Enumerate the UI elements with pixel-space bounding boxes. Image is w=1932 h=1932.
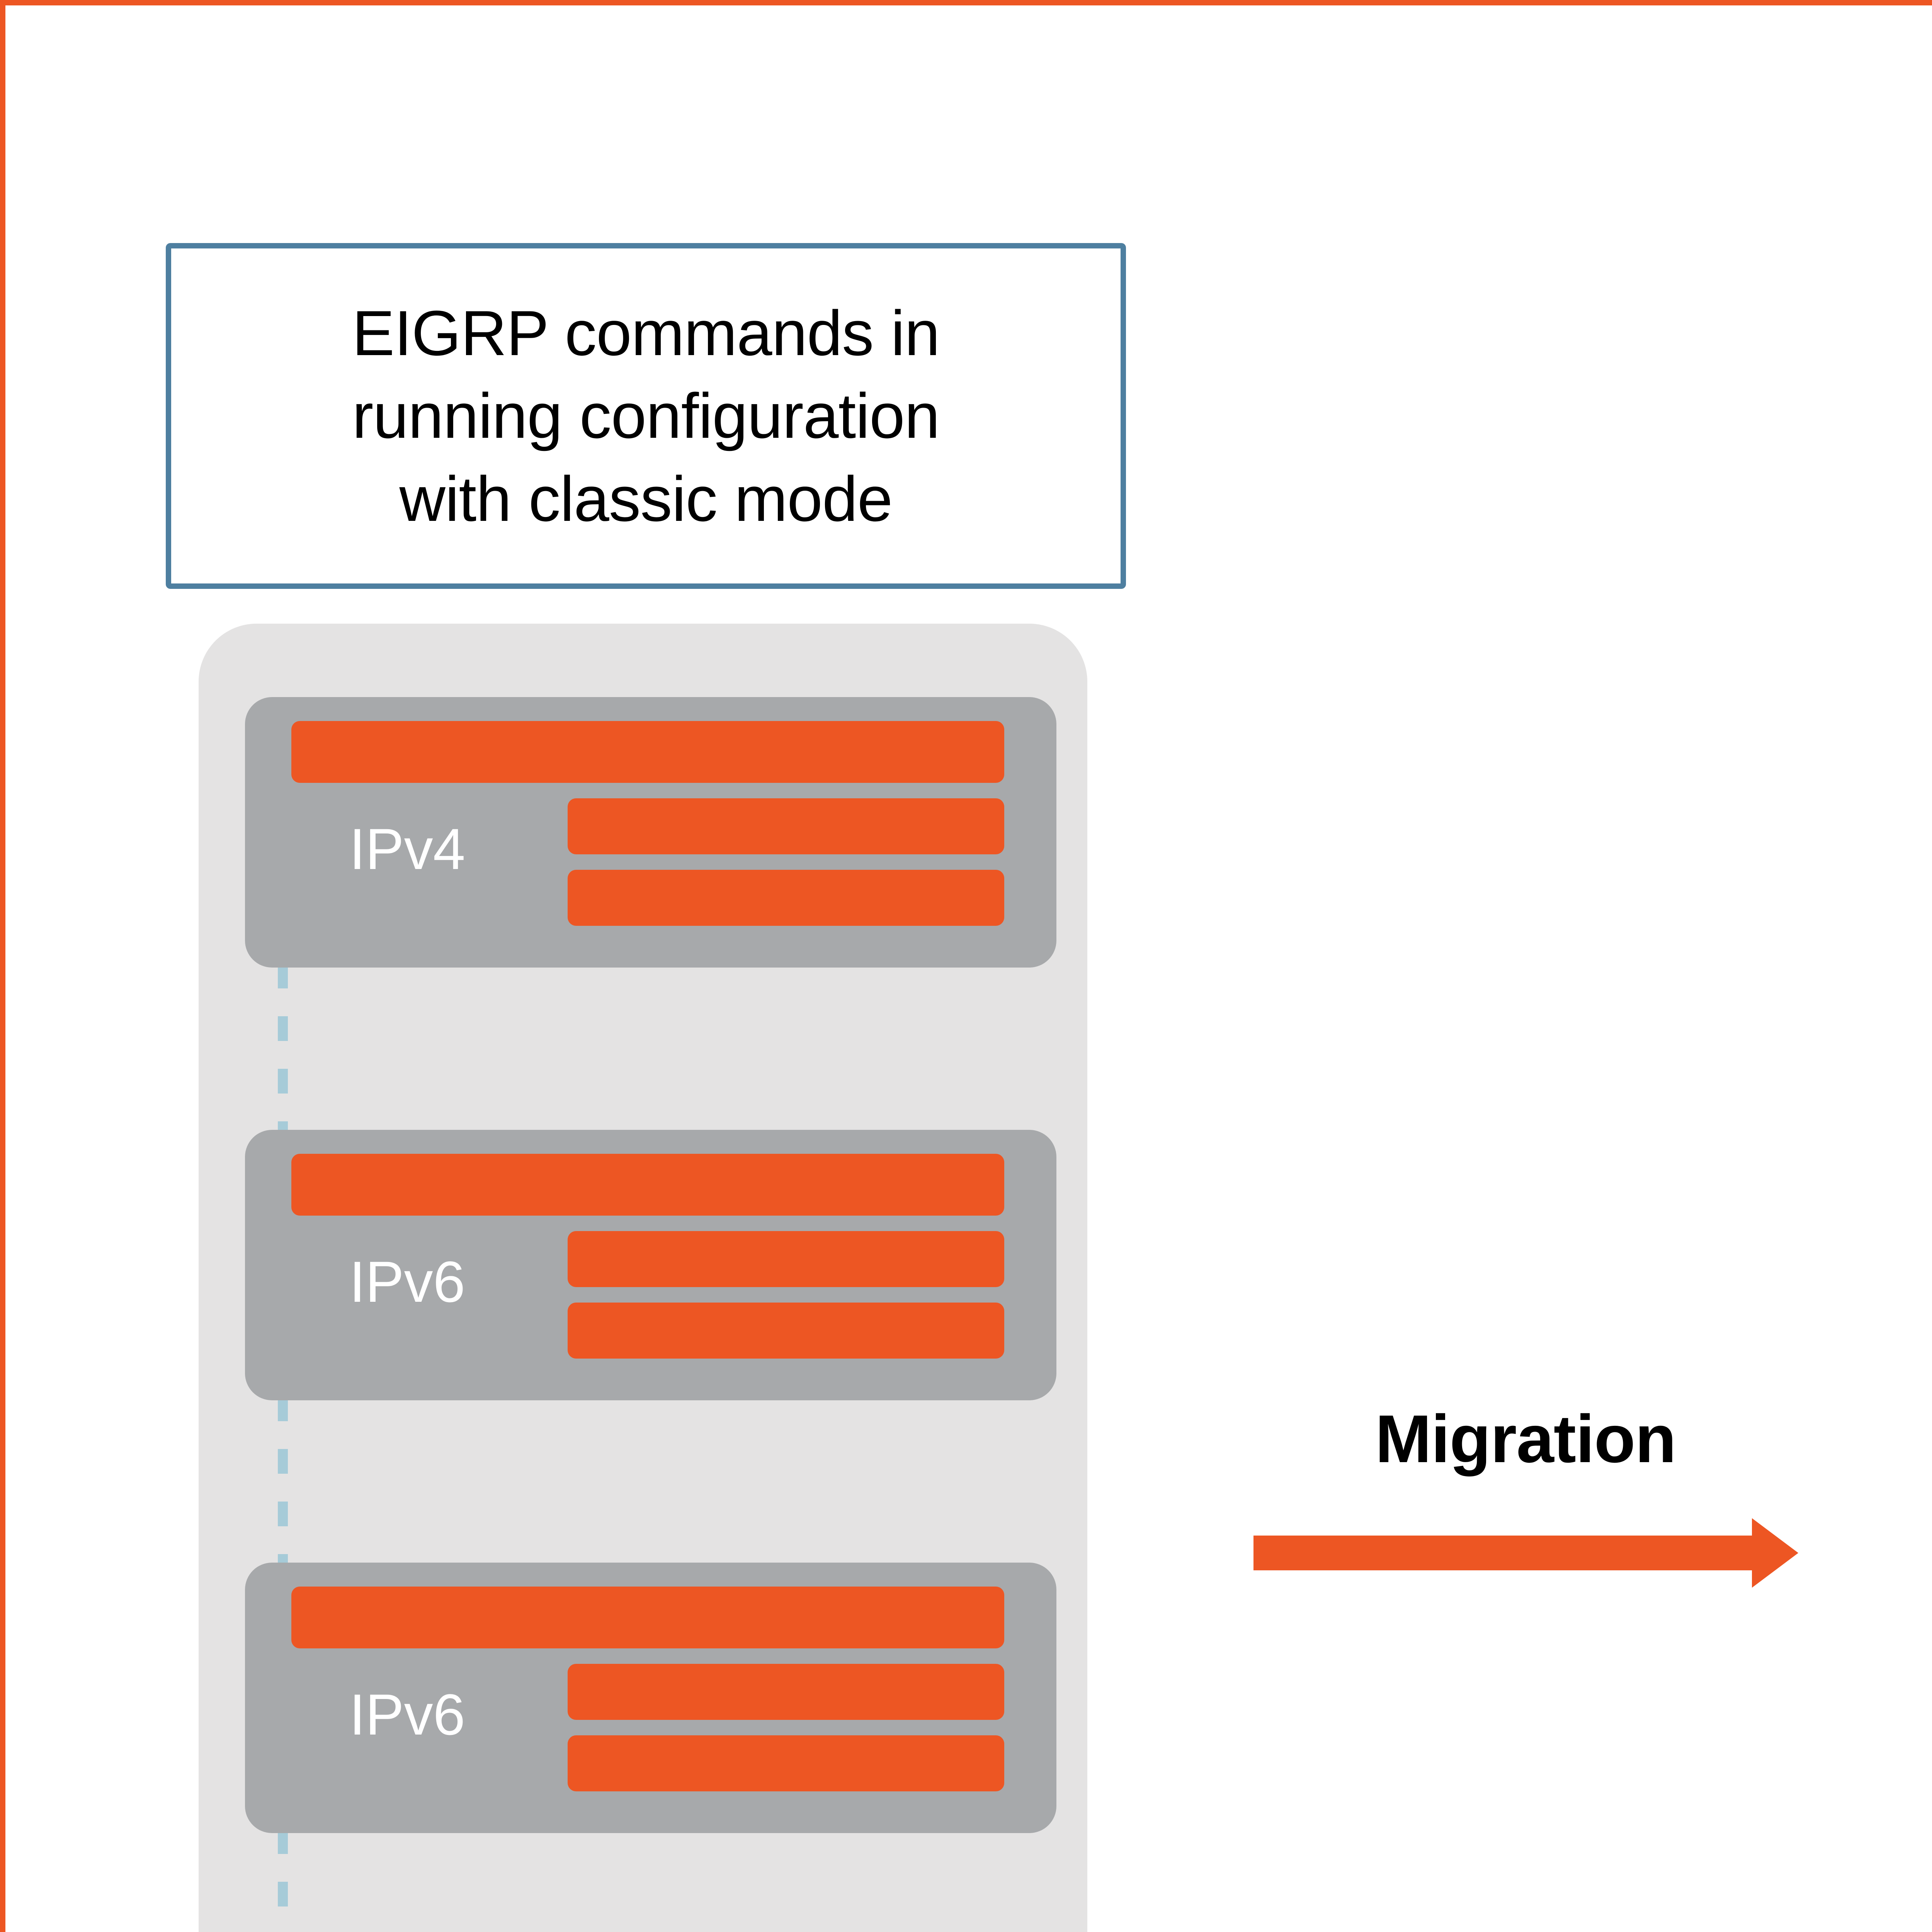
left-title-text: EIGRP commands in running configuration … xyxy=(352,297,940,534)
left-dashed-connector-3 xyxy=(278,1829,288,1932)
command-bar-full xyxy=(291,1587,1004,1648)
command-bar-indent xyxy=(568,1735,1004,1791)
command-bar-indent xyxy=(568,798,1004,854)
left-dashed-connector-2 xyxy=(278,1396,288,1574)
left-capsule-2: IPv6 xyxy=(245,1130,1056,1400)
left-capsule-1: IPv4 xyxy=(245,697,1056,968)
left-capsule-3: IPv6 xyxy=(245,1563,1056,1833)
left-title-box: EIGRP commands in running configuration … xyxy=(166,243,1126,589)
migration-label: Migration xyxy=(1375,1401,1676,1477)
migration-arrow-head xyxy=(1752,1518,1798,1588)
command-bar-full xyxy=(291,1154,1004,1216)
command-bar-indent xyxy=(568,1303,1004,1359)
command-bar-full xyxy=(291,721,1004,783)
left-dashed-connector-1 xyxy=(278,964,288,1141)
capsule-label-ipv6: IPv6 xyxy=(349,1682,466,1747)
migration-arrow-shaft xyxy=(1253,1536,1752,1570)
command-bar-indent xyxy=(568,1664,1004,1720)
command-bar-indent xyxy=(568,1231,1004,1287)
capsule-label-ipv6: IPv6 xyxy=(349,1249,466,1314)
command-bar-indent xyxy=(568,870,1004,926)
capsule-label-ipv4: IPv4 xyxy=(349,816,466,881)
